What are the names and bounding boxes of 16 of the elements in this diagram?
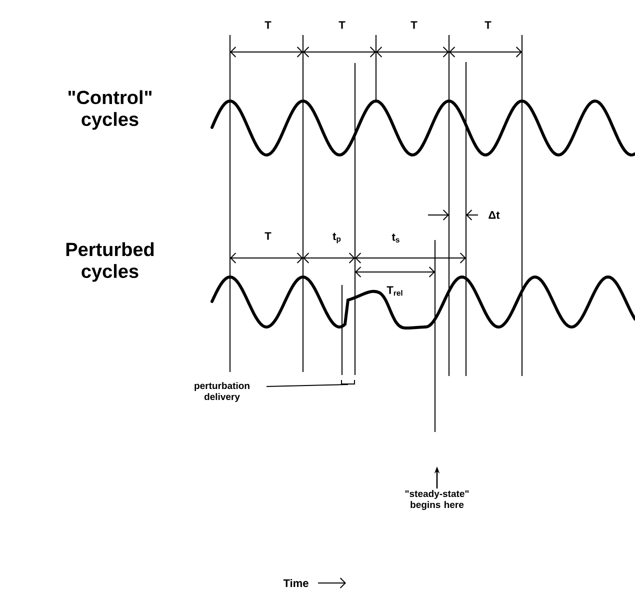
dimension-label: t$_{s}$: [390, 232, 402, 244]
dimension-label: T: [264, 20, 272, 30]
dimension-label: T$_{rel}$: [386, 285, 404, 297]
dimension-label: T: [264, 231, 272, 241]
row-label: "Control" cycles: [68, 90, 152, 130]
dimension-label: Δt: [487, 210, 501, 220]
annotation-text: perturbation delivery: [194, 382, 250, 402]
dimension-label: t$_{p}$: [332, 232, 342, 244]
dimension-label: T: [484, 20, 492, 30]
row-label: Perturbed cycles: [66, 242, 154, 282]
dimension-label: T: [338, 20, 346, 30]
bracket: [341, 380, 355, 384]
leader-line: [266, 384, 348, 388]
annotation-text: "steady-state" begins here: [405, 490, 469, 510]
axis-label: Time: [282, 578, 310, 588]
dimension-label: T: [410, 20, 418, 30]
